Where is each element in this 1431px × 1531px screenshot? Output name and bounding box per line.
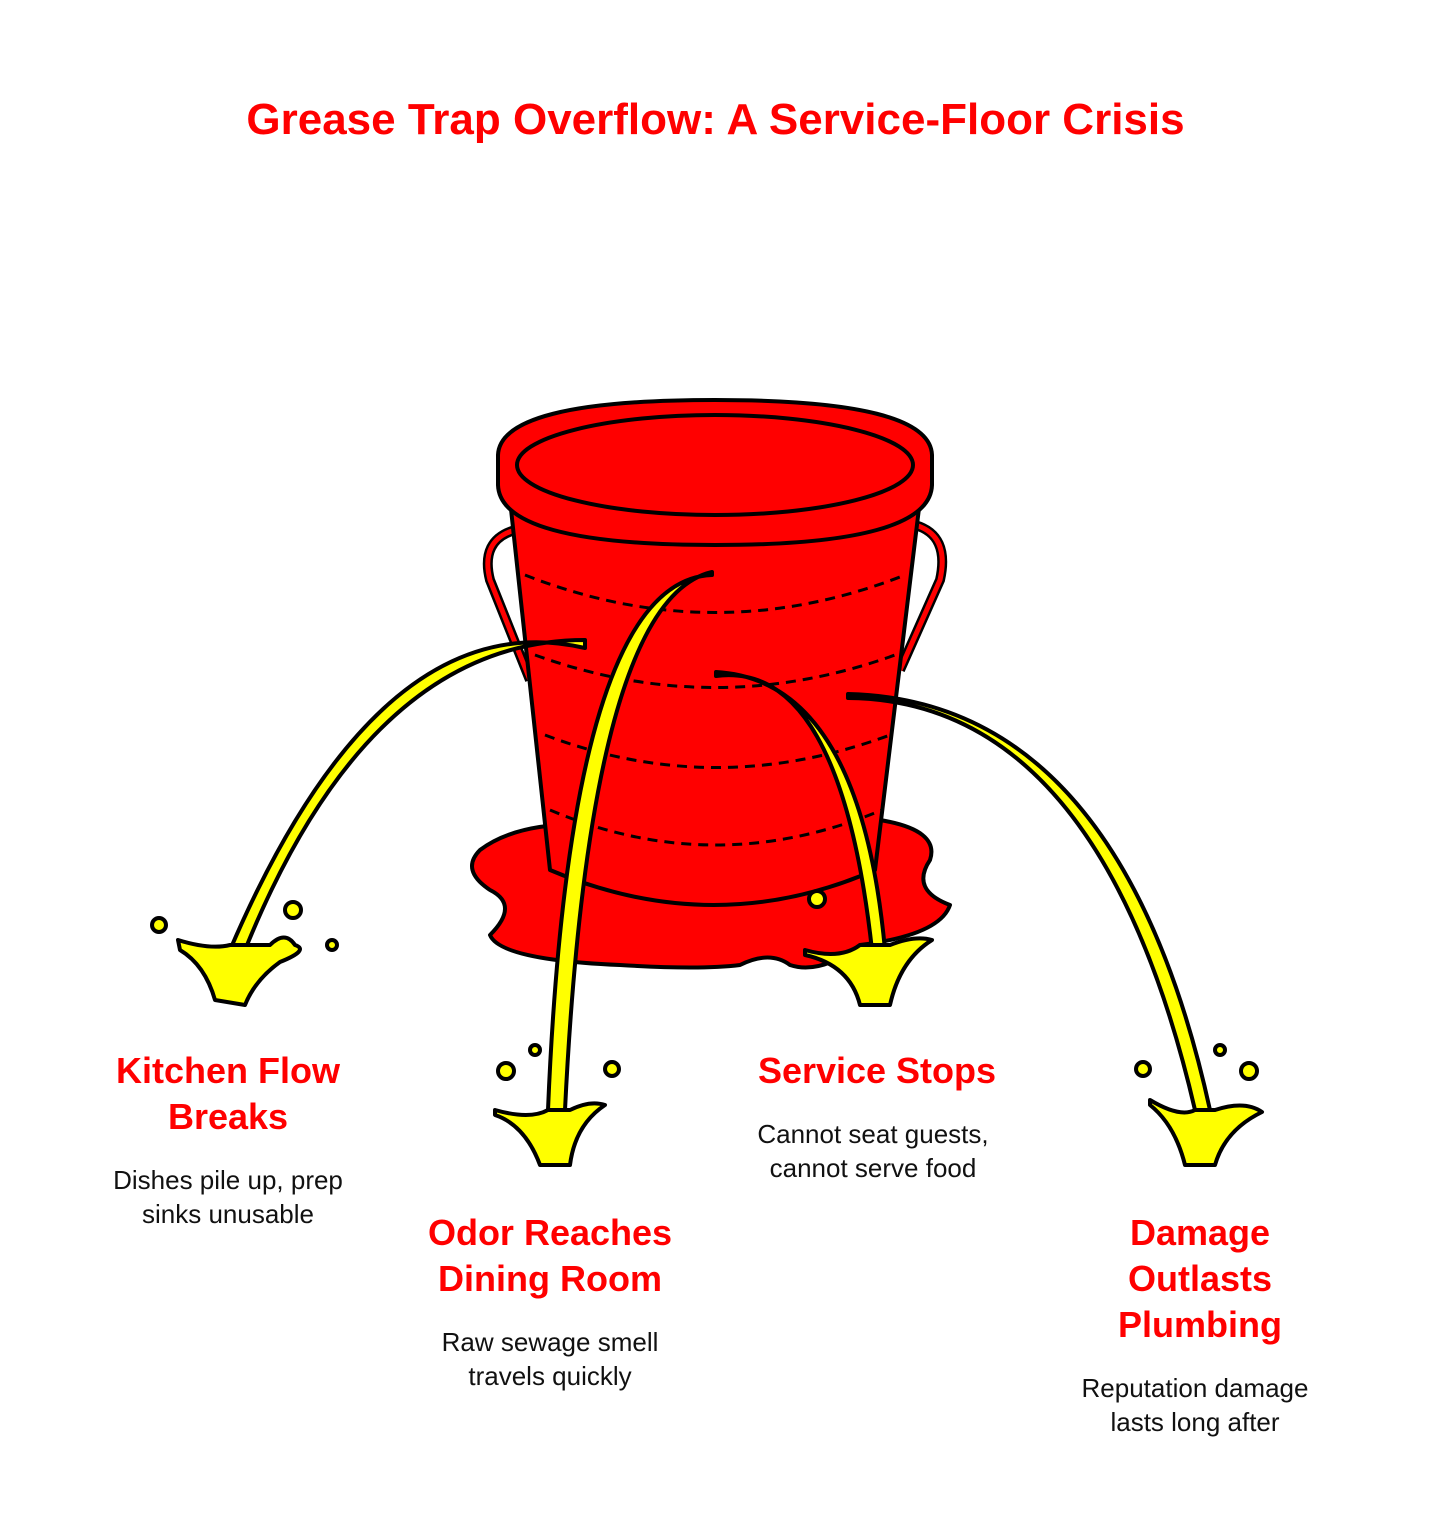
label-service-stops: Service Stops [757,1050,997,1091]
page-title: Grease Trap Overflow: A Service-Floor Cr… [246,95,1185,144]
label-kitchen-flow: Kitchen Flow Breaks [116,1050,340,1137]
desc-service-stops: Cannot seat guests, cannot serve food [757,1119,989,1183]
label-odor: Odor Reaches Dining Room [427,1212,673,1299]
splash-icons [150,889,1264,1167]
bucket-handle-right-inner [897,522,945,672]
bucket-opening [515,413,915,517]
desc-damage: Reputation damage lasts long after [1081,1373,1309,1437]
bucket-handle-left-inner [485,527,533,681]
desc-odor: Raw sewage smell travels quickly [441,1327,659,1391]
desc-kitchen-flow: Dishes pile up, prep sinks unusable [113,1165,343,1229]
label-damage: Damage Outlasts Plumbing [1118,1212,1282,1345]
